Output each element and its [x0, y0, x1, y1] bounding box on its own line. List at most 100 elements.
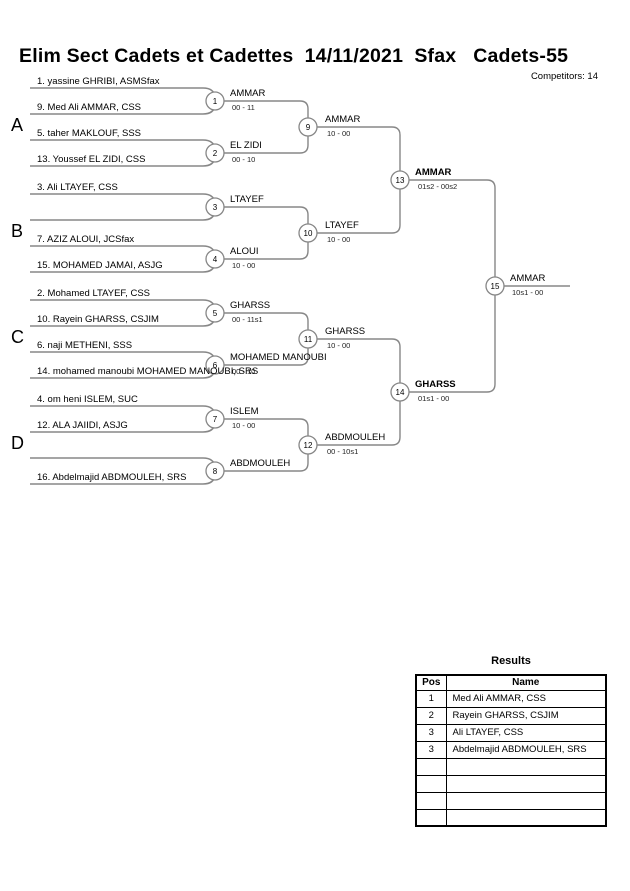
match-score: 10 - 00 [232, 421, 256, 430]
match-circle [205, 461, 225, 481]
section-letter-c: C [11, 327, 24, 347]
result-name: Rayein GHARSS, CSJIM [445, 706, 607, 725]
match-score: 01s2 - 00s2 [418, 182, 458, 191]
player-line [30, 87, 216, 98]
results-col-pos: Pos [415, 674, 447, 691]
connector-line [317, 180, 401, 234]
match-score: 10 - 00 [327, 235, 351, 244]
match-score: 00 - 10s1 [327, 447, 359, 456]
result-name: Ali LTAYEF, CSS [445, 723, 607, 742]
match-number: 13 [396, 176, 405, 185]
results-row [415, 774, 607, 793]
match-circle [205, 197, 225, 217]
match-circle [390, 382, 410, 402]
connector-line [224, 127, 309, 154]
results-title: Results [491, 655, 531, 667]
player-label: 2. Mohamed LTAYEF, CSS [37, 288, 150, 299]
result-pos [415, 757, 447, 776]
match-winner: EL ZIDI [230, 140, 262, 151]
connector-line [224, 339, 309, 366]
match-number: 7 [213, 415, 218, 424]
player-line-bye [30, 457, 216, 468]
result-pos: 2 [415, 706, 447, 725]
results-row [415, 808, 607, 827]
result-pos [415, 774, 447, 793]
match-score: 00 - 10 [232, 155, 256, 164]
result-name [445, 808, 607, 827]
page-title: Elim Sect Cadets et Cadettes 14/11/2021 … [19, 45, 569, 67]
result-pos: 1 [415, 689, 447, 708]
connector-line [317, 392, 401, 446]
result-pos [415, 791, 447, 810]
connector-line [317, 126, 401, 180]
match-score: 10s1 - 00 [512, 288, 544, 297]
connector-line [224, 233, 309, 260]
match-score: 00 - 11s1 [232, 315, 263, 324]
results-row: 3 Ali LTAYEF, CSS [415, 723, 607, 742]
match-circle [205, 355, 225, 375]
match-score: 01s1 - 00 [418, 394, 450, 403]
match-circle [298, 117, 318, 137]
player-line-bye [30, 210, 216, 221]
match-number: 12 [304, 441, 313, 450]
match-winner: LTAYEF [325, 220, 359, 231]
player-label: 10. Rayein GHARSS, CSJIM [37, 314, 159, 325]
match-winner: GHARSS [230, 300, 271, 311]
section-letter-b: B [11, 221, 24, 241]
section-letter-a: A [11, 115, 24, 135]
match-circle [298, 329, 318, 349]
match-circle [205, 409, 225, 429]
match-winner: GHARSS [325, 326, 366, 337]
player-label: 3. Ali LTAYEF, CSS [37, 182, 118, 193]
player-label: 7. AZIZ ALOUI, JCSfax [37, 234, 135, 245]
bracket-diagram: 1 2 3 4 5 6 7 8 9 10 11 12 13 14 15 [30, 87, 570, 485]
player-label: 13. Youssef EL ZIDI, CSS [37, 154, 146, 165]
match-winner: ALOUI [230, 246, 259, 257]
result-pos: 3 [415, 740, 447, 759]
match-winner: AMMAR [230, 88, 266, 99]
player-label: 16. Abdelmajid ABDMOULEH, SRS [37, 472, 187, 483]
connector-line [224, 418, 309, 445]
match-number: 8 [213, 467, 218, 476]
result-name [445, 757, 607, 776]
connector-line [224, 100, 309, 127]
match-number: 11 [304, 335, 313, 344]
match-number: 10 [304, 229, 313, 238]
match-number: 14 [396, 388, 405, 397]
results-row [415, 757, 607, 776]
connector-line [317, 338, 401, 392]
result-name: Abdelmajid ABDMOULEH, SRS [445, 740, 607, 759]
player-line [30, 193, 216, 204]
player-label: 4. om heni ISLEM, SUC [37, 394, 138, 405]
player-line [30, 245, 216, 256]
player-label: 14. mohamed manoubi MOHAMED MANOUBI, SRS [37, 366, 259, 377]
player-label: 5. taher MAKLOUF, SSS [37, 128, 142, 139]
match-circle [205, 91, 225, 111]
match-winner: AMMAR [415, 167, 452, 178]
match-circle [205, 249, 225, 269]
player-line [30, 405, 216, 416]
match-number: 4 [213, 255, 218, 264]
player-label: 12. ALA JAIIDI, ASJG [37, 420, 128, 431]
match-number: 9 [306, 123, 311, 132]
match-circle [298, 223, 318, 243]
match-winner: ABDMOULEH [325, 432, 386, 443]
results-row: 1 Med Ali AMMAR, CSS [415, 689, 607, 708]
result-pos [415, 808, 447, 827]
player-label: 6. naji METHENI, SSS [37, 340, 133, 351]
match-circle [485, 276, 505, 296]
player-line [30, 139, 216, 150]
match-score: 00 - 10 [232, 367, 256, 376]
result-name [445, 774, 607, 793]
results-header-row: Pos Name [415, 674, 607, 691]
match-score: 10 - 00 [232, 261, 256, 270]
match-number: 1 [213, 97, 218, 106]
result-name: Med Ali AMMAR, CSS [445, 689, 607, 708]
match-circle [298, 435, 318, 455]
match-winner: ABDMOULEH [230, 458, 291, 469]
player-line [30, 351, 216, 362]
results-table: Pos Name 1 Med Ali AMMAR, CSS 2 Rayein G… [415, 674, 607, 827]
results-row [415, 791, 607, 810]
connector-line [224, 445, 309, 472]
